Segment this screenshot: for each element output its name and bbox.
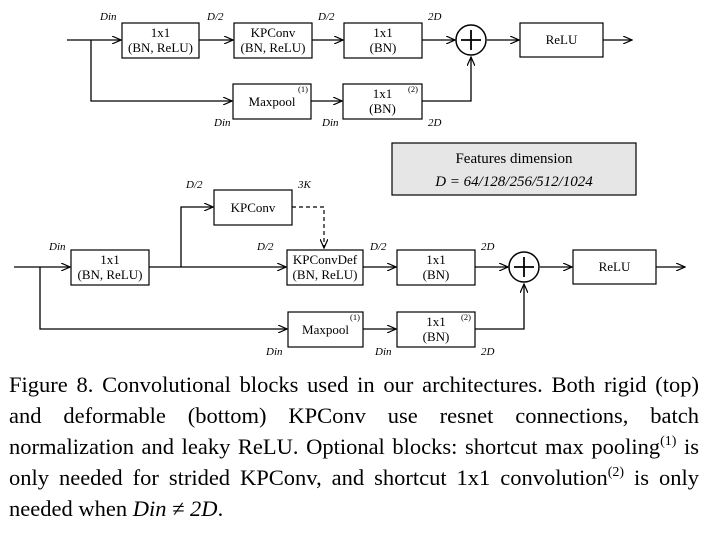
- bottom-shortcut-arrow: [39, 267, 287, 329]
- bottom-label-3k: 3K: [297, 179, 312, 191]
- bottom-shortcut-to-sum-arrow: [475, 284, 524, 330]
- top-shortcut-arrow: [90, 40, 232, 101]
- bottom-kpconvdef-block: KPConvDef (BN, ReLU): [286, 249, 364, 286]
- top-conv1x1-label: 1x1: [151, 25, 171, 40]
- bottom-conv1x1-block: 1x1 (BN, ReLU): [70, 249, 150, 286]
- caption-text-3: is only needed when: [9, 465, 699, 521]
- figure-caption: Figure 8. Convolutional blocks used in o…: [9, 369, 699, 524]
- bottom-label-dhalf-1: D/2: [185, 179, 203, 191]
- bottom-kpconvdef-label: KPConvDef: [293, 252, 358, 267]
- bottom-relu-label: ReLU: [599, 259, 631, 274]
- bottom-sum-node: [508, 251, 540, 283]
- bottom-label-2d-sc: 2D: [481, 346, 495, 358]
- bottom-sc-label: 1x1: [426, 314, 446, 329]
- features-dimension-box: Features dimension D = 64/128/256/512/10…: [391, 142, 637, 196]
- bottom-kpconv-block: KPConv: [213, 189, 293, 226]
- caption-text-2: is only needed for strided KPConv, and s…: [9, 434, 699, 490]
- top-kpconv-block: KPConv (BN, ReLU): [233, 22, 313, 59]
- bottom-kpconv-label: KPConv: [231, 200, 276, 215]
- bottom-sc-sublabel: (BN): [423, 329, 450, 344]
- top-relu-label: ReLU: [546, 32, 578, 47]
- top-maxpool-block: Maxpool (1): [232, 83, 312, 120]
- top-conv1x1-sublabel: (BN, ReLU): [128, 40, 193, 55]
- top-kpconv-label: KPConv: [251, 25, 296, 40]
- bottom-arrow-to-kpconv: [180, 207, 213, 267]
- top-conv1x1-block: 1x1 (BN, ReLU): [121, 22, 200, 59]
- bottom-label-2d: 2D: [481, 241, 495, 253]
- convolutional-blocks-diagram: 1x1 (BN, ReLU) KPConv (BN, ReLU) 1x1 (BN…: [14, 11, 714, 358]
- top-conv2-label: 1x1: [373, 25, 393, 40]
- top-maxpool-label: Maxpool: [249, 94, 296, 109]
- bottom-shortcut-conv-block: 1x1 (BN) (2): [396, 311, 476, 348]
- deformable-block-diagram: 1x1 (BN, ReLU) KPConv KPConvDef (BN, ReL…: [14, 179, 685, 358]
- rigid-block-diagram: 1x1 (BN, ReLU) KPConv (BN, ReLU) 1x1 (BN…: [67, 11, 632, 129]
- top-label-2d: 2D: [428, 11, 442, 23]
- bottom-conv2-sublabel: (BN): [423, 267, 450, 282]
- top-label-dhalf-2: D/2: [317, 11, 335, 23]
- bottom-label-dhalf-2: D/2: [256, 241, 274, 253]
- top-kpconv-sublabel: (BN, ReLU): [241, 40, 306, 55]
- caption-math: Din ≠ 2D: [132, 496, 218, 521]
- top-sc-mark: (2): [408, 84, 418, 94]
- bottom-conv1x1-label: 1x1: [100, 252, 120, 267]
- top-label-dhalf-1: D/2: [206, 11, 224, 23]
- bottom-maxpool-block: Maxpool (1): [287, 311, 364, 348]
- bottom-conv2-label: 1x1: [426, 252, 446, 267]
- caption-superscript-2: (2): [607, 465, 625, 480]
- bottom-sc-mark: (2): [461, 312, 471, 322]
- top-sum-node: [455, 24, 487, 56]
- bottom-conv1x1-sublabel: (BN, ReLU): [78, 267, 143, 282]
- top-conv1x1-bn-block: 1x1 (BN): [343, 22, 423, 59]
- bottom-kpconvdef-sublabel: (BN, ReLU): [293, 267, 358, 282]
- bottom-label-dhalf-3: D/2: [369, 241, 387, 253]
- bottom-label-din-maxpool: Din: [265, 346, 283, 358]
- bottom-conv1x1-bn-block: 1x1 (BN): [396, 249, 476, 286]
- top-relu-block: ReLU: [519, 22, 604, 58]
- features-dimension-formula: D = 64/128/256/512/1024: [434, 174, 593, 190]
- top-sc-sublabel: (BN): [369, 101, 396, 116]
- bottom-maxpool-mark: (1): [350, 312, 360, 322]
- top-label-din-sc: Din: [321, 117, 339, 129]
- bottom-offsets-arrow: [292, 206, 324, 248]
- bottom-maxpool-label: Maxpool: [302, 322, 349, 337]
- bottom-label-din-sc: Din: [374, 346, 392, 358]
- top-conv2-sublabel: (BN): [370, 40, 397, 55]
- top-label-din: Din: [99, 11, 117, 23]
- top-shortcut-to-sum-arrow: [422, 57, 471, 102]
- caption-superscript-1: (1): [660, 434, 677, 449]
- bottom-relu-block: ReLU: [572, 249, 657, 285]
- top-label-2d-sc: 2D: [428, 117, 442, 129]
- features-dimension-title: Features dimension: [455, 151, 573, 167]
- top-sc-label: 1x1: [373, 86, 393, 101]
- top-maxpool-mark: (1): [298, 84, 308, 94]
- caption-text-4: .: [217, 496, 224, 521]
- top-label-din-maxpool: Din: [213, 117, 231, 129]
- top-shortcut-conv-block: 1x1 (BN) (2): [342, 83, 423, 120]
- caption-text-1: Figure 8. Convolutional blocks used in o…: [9, 372, 699, 459]
- bottom-label-din: Din: [48, 241, 66, 253]
